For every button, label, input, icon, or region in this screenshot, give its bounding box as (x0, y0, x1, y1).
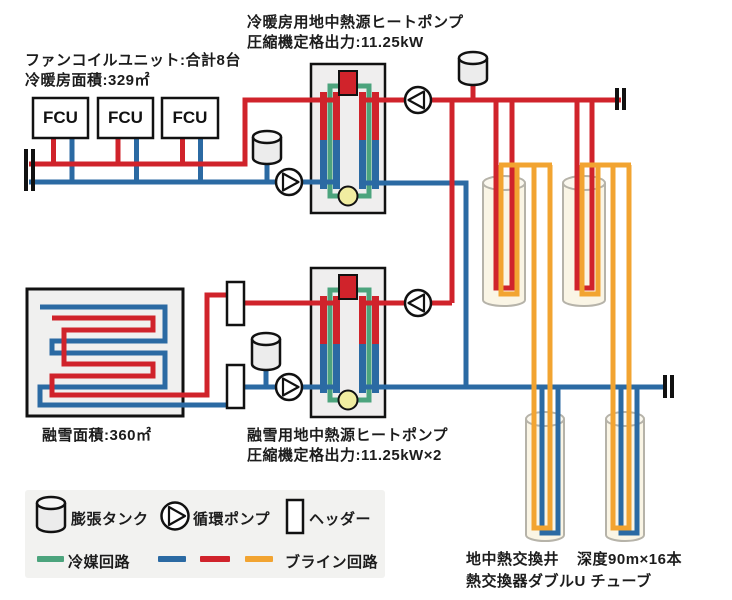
borehole-name: 地中熱交換井 (466, 551, 560, 568)
fan-coil-info-line1: ファンコイルユニット:合計8台 (25, 52, 241, 69)
pipe-end-header-left (24, 149, 35, 191)
legend-expansion-tank-label: 膨張タンク (71, 511, 149, 528)
brine-circuit-pipes (498, 162, 632, 531)
legend-header-label: ヘッダー (309, 511, 372, 528)
legend-expansion-tank-icon (35, 495, 67, 534)
fcu-label-2: FCU (108, 108, 143, 127)
legend-header-icon (285, 498, 305, 535)
heat-pump-top-label-line2: 圧縮機定格出力:11.25kW (247, 34, 424, 51)
heat-pump-2-internals (320, 274, 379, 411)
legend-brine-label: ブライン回路 (285, 554, 379, 571)
legend-brine-orange-swatch (245, 556, 273, 562)
fan-coil-info-line2: 冷暖房面積:329㎡ (25, 72, 151, 89)
borehole-depth: 深度90m×16本 (577, 551, 682, 568)
legend-brine-red-swatch (200, 556, 230, 562)
borehole-label-line1: 地中熱交換井深度90m×16本 (466, 548, 682, 569)
legend-refrigerant-label: 冷媒回路 (68, 554, 131, 571)
heat-pump-1-internals (320, 70, 379, 207)
compressor-icon (338, 274, 358, 300)
compressor-icon (338, 70, 358, 96)
header-icon (225, 363, 246, 410)
circulation-pump-icon (403, 288, 433, 318)
fcu-box-1 (31, 96, 90, 140)
legend-circulation-pump-label: 循環ポンプ (193, 511, 271, 528)
fcu-box-2 (96, 96, 155, 140)
heat-pump-bottom-label-line2: 圧縮機定格出力:11.25kW×2 (247, 447, 442, 464)
snow-melt-area-label: 融雪面積:360㎡ (42, 427, 152, 444)
legend-refrigerant-swatch (37, 556, 64, 562)
circulation-pump-icon (274, 372, 304, 402)
fcu-box-3 (160, 96, 220, 140)
expansion-valve-icon (337, 185, 359, 207)
pipe-end-header-bottom-right (663, 375, 674, 398)
legend-brine-blue-swatch (158, 556, 186, 562)
header-icon (225, 280, 246, 327)
expansion-tank-icon (250, 331, 282, 372)
expansion-tank-icon (457, 50, 489, 87)
legend-circulation-pump-icon (160, 501, 190, 531)
circulation-pump-icon (274, 167, 304, 197)
expansion-tank-icon (251, 129, 283, 166)
pipe-end-header-top-right (615, 88, 626, 110)
heat-pump-top-label-line1: 冷暖房用地中熱源ヒートポンプ (247, 14, 464, 31)
heat-pump-bottom-label-line1: 融雪用地中熱源ヒートポンプ (247, 427, 449, 444)
fcu-label-1: FCU (43, 108, 78, 127)
circulation-pump-icon (403, 85, 433, 115)
expansion-valve-icon (337, 389, 359, 411)
fcu-label-3: FCU (172, 108, 208, 127)
borehole-label-line2: 熱交換器ダブルU チューブ (466, 573, 652, 590)
